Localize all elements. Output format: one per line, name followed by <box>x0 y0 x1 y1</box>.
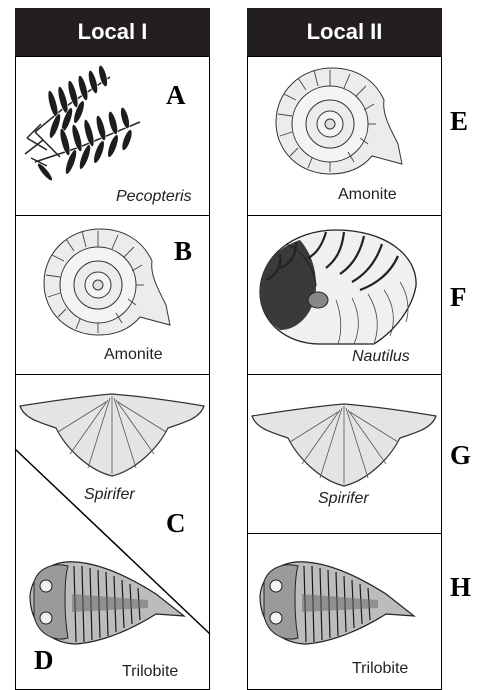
letter-e: E <box>450 106 468 137</box>
caption-trilobite-1: Trilobite <box>122 663 178 681</box>
trilobite-illustration <box>254 556 416 652</box>
column-title: Local II <box>307 19 383 44</box>
letter-h: H <box>450 572 471 603</box>
ammonite-illustration <box>38 225 168 343</box>
letter-c: C <box>166 508 186 539</box>
caption-spirifer-1: Spirifer <box>84 486 135 504</box>
trilobite-illustration <box>24 556 186 652</box>
caption-amonite-1: Amonite <box>104 346 163 364</box>
column-header-local-2: Local II <box>247 8 442 56</box>
letter-f: F <box>450 282 467 313</box>
caption-pecopteris: Pecopteris <box>116 188 192 206</box>
caption-trilobite-2: Trilobite <box>352 660 408 678</box>
letter-g: G <box>450 440 471 471</box>
column-header-local-1: Local I <box>15 8 210 56</box>
caption-amonite-2: Amonite <box>338 186 397 204</box>
spirifer-illustration <box>250 402 438 492</box>
nautilus-illustration <box>256 226 424 348</box>
letter-b: B <box>174 236 192 267</box>
caption-spirifer-2: Spirifer <box>318 490 369 508</box>
caption-nautilus: Nautilus <box>352 348 410 366</box>
ammonite-illustration <box>270 64 400 182</box>
spirifer-illustration <box>18 392 206 482</box>
letter-a: A <box>166 80 186 111</box>
letter-d: D <box>34 645 54 676</box>
column-title: Local I <box>78 19 148 44</box>
pecopteris-fern-illustration <box>25 62 165 192</box>
